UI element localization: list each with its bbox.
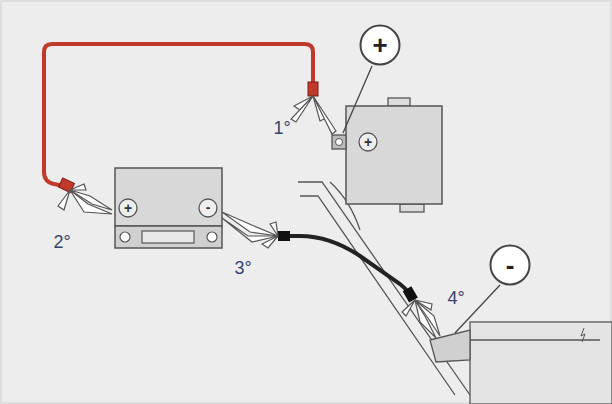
- clamp-1: [291, 96, 336, 134]
- red-cable: [44, 44, 318, 192]
- ground-point: [430, 330, 470, 362]
- engine-block: [430, 322, 612, 404]
- leader-lines: [343, 66, 500, 333]
- clamp-3: [222, 212, 278, 248]
- terminal-sign: -: [206, 200, 211, 214]
- callout-circle: -: [489, 244, 531, 286]
- polarity-sign: -: [506, 252, 515, 278]
- terminal-sign: +: [124, 201, 132, 215]
- circle-shape: [491, 246, 530, 285]
- clamp-4: [402, 300, 440, 338]
- car-body: [298, 182, 470, 395]
- callout-circle: +: [359, 24, 401, 66]
- positive-terminal: [332, 135, 346, 149]
- black-cable: [278, 231, 418, 303]
- clamps: [58, 96, 440, 338]
- callout-number: 4°: [447, 289, 464, 307]
- battery-left: [115, 168, 222, 248]
- clamp-2: [58, 184, 112, 214]
- terminal-sign: +: [364, 135, 372, 149]
- callout-number: 2°: [53, 233, 70, 251]
- circle-shape: [361, 26, 400, 65]
- callout-number: 3°: [234, 259, 251, 277]
- battery-right: [332, 98, 442, 212]
- callout-number: 1°: [273, 119, 290, 137]
- polarity-sign: +: [372, 32, 387, 58]
